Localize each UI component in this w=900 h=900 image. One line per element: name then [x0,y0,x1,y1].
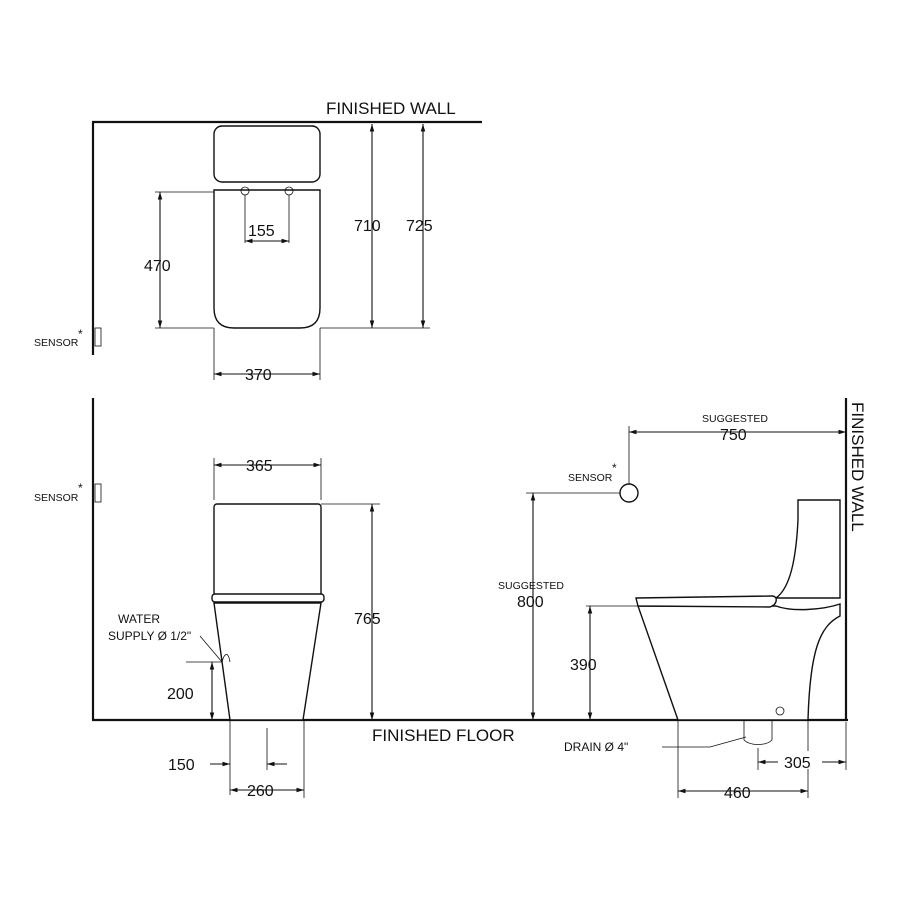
dim-800: 800 [517,594,544,611]
dim-305: 305 [784,755,811,772]
dim-260: 260 [247,783,274,800]
water-supply-label-1: WATER [118,612,160,626]
finished-wall-top-label: FINISHED WALL [326,99,456,118]
side-sensor-asterisk: * [612,461,617,475]
dim-390: 390 [570,657,597,674]
plan-tank [213,125,321,183]
front-sensor-asterisk: * [78,481,83,495]
plan-view: FINISHED WALL SENSOR * 155 470 370 710 7 [34,99,482,384]
water-supply-pipe [221,654,231,663]
plan-sensor-box [94,327,102,347]
dim-155: 155 [248,223,275,240]
dim-150: 150 [168,757,195,774]
dim-725: 725 [406,218,433,235]
dim-370: 370 [245,367,272,384]
drain-pipe [743,720,773,745]
plan-sensor-asterisk: * [78,327,83,341]
dim-200: 200 [167,686,194,703]
finished-wall-side-label: FINISHED WALL [848,402,867,532]
front-view: FINISHED FLOOR SENSOR * WATER SUPPLY Ø 1… [34,398,848,800]
dim-750: 750 [720,427,747,444]
side-sensor-label: SENSOR [568,472,613,484]
dim-365: 365 [246,458,273,475]
side-sensor [619,483,639,503]
drain-label: DRAIN Ø 4" [564,740,628,754]
front-sensor-box [94,483,102,503]
front-tank [213,503,322,597]
suggested-800-label: SUGGESTED [498,580,564,592]
side-seat [635,595,777,608]
dim-765: 765 [354,611,381,628]
front-sensor-label: SENSOR [34,492,79,504]
dim-460: 460 [724,785,751,802]
finished-floor-label: FINISHED FLOOR [372,726,515,745]
dim-470: 470 [144,258,171,275]
dim-710: 710 [354,218,381,235]
side-body [637,603,841,721]
side-tank [773,499,841,599]
suggested-750-label: SUGGESTED [702,413,768,425]
side-bolt [775,706,785,716]
front-bowl [213,602,322,721]
side-view: FINISHED WALL SENSOR * SUGGESTED 750 SUG… [498,398,867,802]
front-seat [211,593,325,603]
plan-seat [213,189,321,329]
water-supply-label-2: SUPPLY Ø 1/2" [108,629,191,643]
plan-sensor-label: SENSOR [34,337,79,349]
